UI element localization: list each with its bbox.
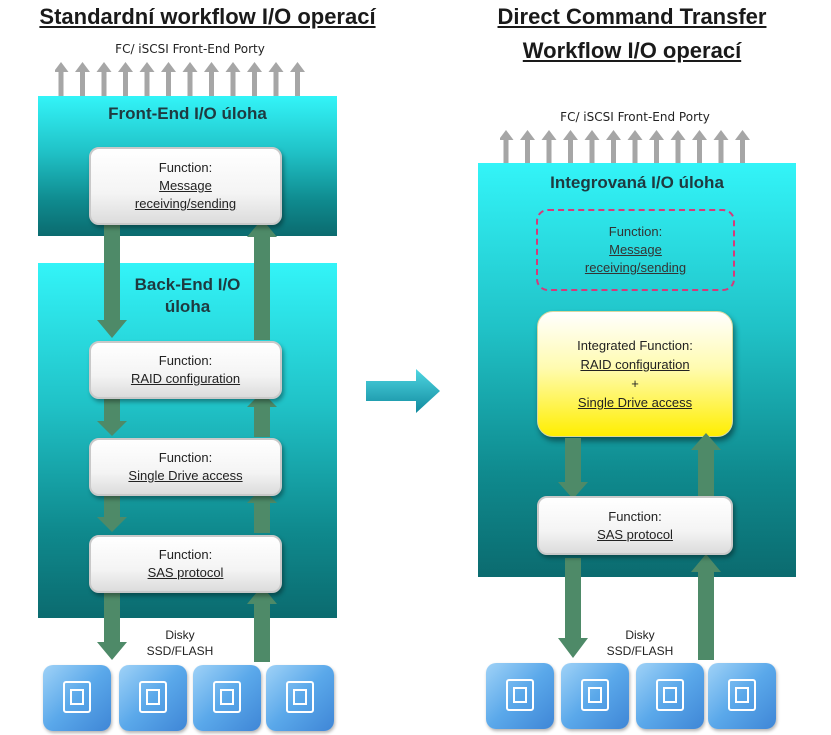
disk-chip-icon: [286, 681, 314, 713]
right-ports-label: FC/ iSCSI Front-End Porty: [560, 110, 710, 124]
port-arrow-icon: [182, 62, 198, 96]
right-disks-label: Disky SSD/FLASH: [600, 627, 680, 659]
port-arrow-icon: [268, 62, 284, 96]
right-title-line2: Workflow I/O operací: [522, 38, 742, 63]
integrated-function-box[interactable]: Integrated Function: RAID configuration …: [537, 311, 733, 437]
port-arrow-icon: [627, 130, 643, 164]
disk-icon[interactable]: [486, 663, 554, 729]
disk-chip-icon: [139, 681, 167, 713]
disk-chip-icon: [213, 681, 241, 713]
back-end-title: Back-End I/O úloha: [38, 274, 337, 318]
port-arrow-icon: [55, 62, 69, 96]
port-arrow-icon: [692, 130, 707, 164]
flow-up-arrow-icon: [247, 586, 277, 662]
port-arrow-icon: [75, 62, 90, 96]
left-disks-label: Disky SSD/FLASH: [140, 627, 220, 659]
flow-down-arrow-icon: [97, 592, 127, 660]
back-end-title-line2: úloha: [164, 297, 211, 316]
left-port-arrows: [55, 62, 305, 96]
disk-icon[interactable]: [119, 665, 187, 731]
left-function-message[interactable]: Function: Message receiving/sending: [89, 147, 282, 225]
function-name: Single Drive access: [128, 468, 243, 483]
function-name: Single Drive access: [577, 395, 693, 410]
transition-arrow-icon: [366, 369, 440, 413]
port-arrow-icon: [225, 62, 241, 96]
function-name: RAID configuration: [130, 371, 241, 386]
function-label: Function:: [158, 450, 213, 465]
disks-line2: SSD/FLASH: [146, 644, 214, 658]
disk-icon[interactable]: [266, 665, 334, 731]
disk-chip-icon: [656, 679, 684, 711]
port-arrow-icon: [500, 130, 514, 164]
right-title: Direct Command Transfer Workflow I/O ope…: [452, 3, 812, 65]
function-name: Message: [159, 178, 212, 193]
disks-line1: Disky: [165, 628, 195, 642]
flow-down-arrow-icon: [97, 225, 127, 338]
port-arrow-icon: [563, 130, 578, 164]
port-arrow-icon: [541, 130, 557, 164]
flow-up-arrow-icon: [691, 554, 721, 660]
function-label: Function:: [158, 160, 213, 175]
port-arrow-icon: [670, 130, 686, 164]
left-title: Standardní workflow I/O operací: [39, 4, 376, 29]
dashed-function-message[interactable]: Function: Message receiving/sending: [536, 209, 735, 291]
disk-icon[interactable]: [193, 665, 261, 731]
port-arrow-icon: [584, 130, 600, 164]
function-label: Integrated Function:: [577, 338, 693, 353]
port-arrow-icon: [290, 62, 305, 96]
port-arrow-icon: [118, 62, 133, 96]
function-label: Function:: [608, 508, 662, 524]
flow-up-arrow-icon: [247, 488, 277, 533]
flow-down-arrow-icon: [558, 558, 588, 658]
disk-icon[interactable]: [708, 663, 776, 729]
function-name: RAID configuration: [580, 357, 690, 372]
function-name: receiving/sending: [134, 196, 237, 211]
function-label: Function:: [608, 224, 663, 239]
port-arrow-icon: [735, 130, 750, 164]
function-name: Message: [609, 242, 662, 257]
integrated-panel-title: Integrovaná I/O úloha: [550, 173, 724, 192]
flow-up-arrow-icon: [691, 433, 721, 498]
port-arrow-icon: [247, 62, 262, 96]
port-arrow-icon: [606, 130, 621, 164]
port-arrow-icon: [204, 62, 219, 96]
flow-up-arrow-icon: [247, 392, 277, 437]
left-function-single-drive[interactable]: Function: Single Drive access: [89, 438, 282, 496]
right-port-arrows: [500, 130, 750, 164]
port-arrow-icon: [520, 130, 535, 164]
right-function-sas[interactable]: Function: SAS protocol: [537, 496, 733, 555]
flow-up-arrow-icon: [247, 219, 277, 340]
disk-icon[interactable]: [636, 663, 704, 729]
disk-icon[interactable]: [43, 665, 111, 731]
left-function-raid[interactable]: Function: RAID configuration: [89, 341, 282, 399]
flow-down-arrow-icon: [558, 438, 588, 499]
disk-icon[interactable]: [561, 663, 629, 729]
function-name: SAS protocol: [597, 526, 673, 542]
port-arrow-icon: [713, 130, 729, 164]
function-name: SAS protocol: [147, 565, 224, 580]
right-title-line1: Direct Command Transfer: [497, 4, 767, 29]
function-label: Function:: [158, 547, 213, 562]
port-arrow-icon: [139, 62, 155, 96]
disks-line1: Disky: [625, 628, 655, 642]
disk-chip-icon: [506, 679, 534, 711]
port-arrow-icon: [161, 62, 176, 96]
port-arrow-icon: [96, 62, 112, 96]
front-end-title: Front-End I/O úloha: [108, 104, 267, 123]
disk-chip-icon: [63, 681, 91, 713]
disks-line2: SSD/FLASH: [606, 644, 674, 658]
flow-down-arrow-icon: [97, 493, 127, 532]
left-function-sas[interactable]: Function: SAS protocol: [89, 535, 282, 593]
function-label: Function:: [158, 353, 213, 368]
port-arrow-icon: [649, 130, 664, 164]
disk-chip-icon: [728, 679, 756, 711]
plus-sign: +: [631, 376, 639, 391]
function-name: receiving/sending: [584, 260, 687, 275]
back-end-title-line1: Back-End I/O: [134, 275, 241, 294]
left-ports-label: FC/ iSCSI Front-End Porty: [115, 42, 265, 56]
disk-chip-icon: [581, 679, 609, 711]
flow-down-arrow-icon: [97, 397, 127, 436]
